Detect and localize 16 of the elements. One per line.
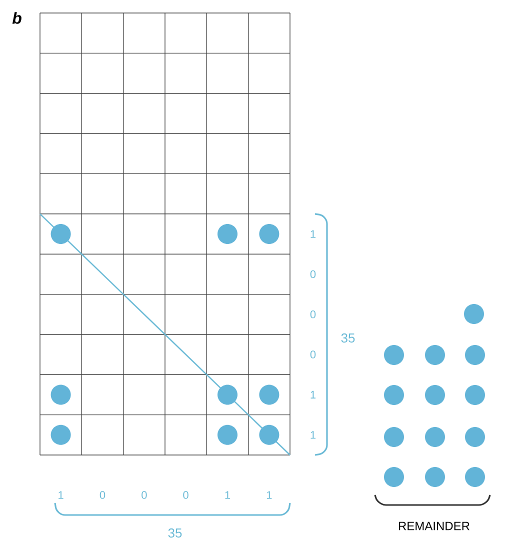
digit: 0 bbox=[183, 491, 188, 499]
digit: 0 bbox=[310, 350, 316, 358]
digit: 1 bbox=[310, 390, 316, 398]
digit: 1 bbox=[266, 491, 272, 499]
digit: 0 bbox=[100, 491, 106, 499]
sum-label: 35 bbox=[168, 528, 182, 538]
digit: 1 bbox=[58, 491, 64, 499]
panel-letter: b bbox=[12, 12, 22, 24]
sum-label: 35 bbox=[341, 333, 355, 343]
digit: 0 bbox=[310, 270, 316, 278]
digit: 0 bbox=[310, 310, 316, 318]
digit: 1 bbox=[225, 491, 230, 499]
digit: 1 bbox=[310, 431, 316, 439]
digit: 0 bbox=[142, 491, 147, 499]
digit: 1 bbox=[310, 230, 316, 238]
remainder-label: REMAINDER bbox=[398, 522, 470, 530]
